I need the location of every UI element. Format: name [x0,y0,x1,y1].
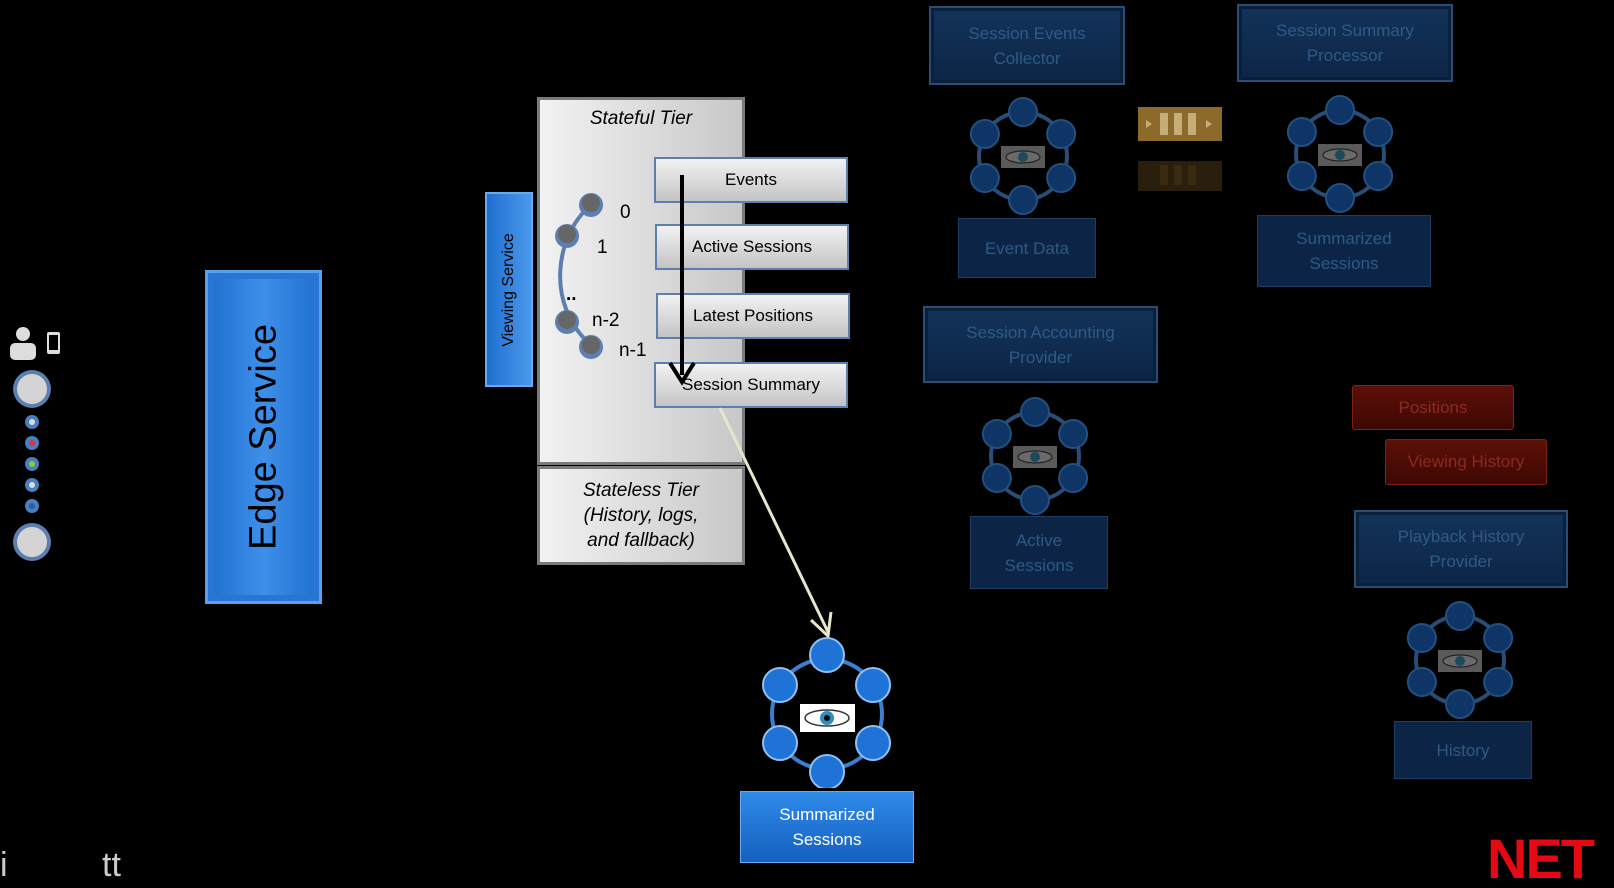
session-events-collector-box: Session Events Collector [929,6,1125,85]
summarized-line-2: Sessions [792,830,862,849]
viewing-history-box: Viewing History [1385,439,1547,485]
summarized-dark-line-2: Sessions [1309,254,1379,273]
cassandra-eye-icon [1286,95,1394,213]
active-sessions-store: Active Sessions [970,516,1108,589]
stateless-line-3: and fallback) [587,530,695,551]
table-events: Events [654,157,848,203]
history-store: History [1394,721,1532,779]
node-label-ellipsis: .. [566,284,577,305]
netflix-logo: NET [1487,827,1595,888]
ring-event-data [965,95,1081,222]
queue-icon [1138,107,1222,191]
cassandra-eye-icon [969,97,1077,215]
summarized-sessions-store: Summarized Sessions [740,791,914,863]
summarized-dark-line-1: Summarized [1296,229,1392,248]
stateful-tier-title: Stateful Tier [589,108,693,129]
ring-summarized [1282,93,1398,220]
node-label-1: 1 [597,237,608,258]
processor-line-2: Processor [1306,46,1384,65]
ring-history [1402,599,1518,726]
playback-line-2: Provider [1429,552,1493,571]
stateless-line-2: (History, logs, [583,505,699,526]
playback-line-1: Playback History [1397,527,1525,546]
accounting-line-1: Session Accounting [966,322,1115,342]
table-session-summary: Session Summary [654,362,848,408]
table-active-sessions: Active Sessions [655,224,849,270]
collector-line-2: Collector [993,48,1061,68]
user-icon [10,327,60,561]
accounting-line-2: Provider [1008,347,1073,367]
node-label-0: 0 [620,202,631,223]
stateless-tier-box: Stateless Tier (History, logs, and fallb… [537,466,745,565]
ring-active [977,395,1093,522]
stateless-line-1: Stateless Tier [583,480,699,501]
collector-line-1: Session Events [968,23,1086,43]
node-label-n1: n-1 [619,340,647,361]
session-summary-processor-box: Session Summary Processor [1237,4,1453,82]
processor-line-1: Session Summary [1276,21,1414,40]
edge-service-box: Edge Service [205,270,322,604]
node-label-n2: n-2 [592,310,620,331]
table-latest-positions: Latest Positions [656,293,850,339]
positions-box: Positions [1352,385,1514,430]
viewing-service-box: Viewing Service [485,192,533,387]
session-accounting-provider-box: Session Accounting Provider [923,306,1158,383]
footer-left-text: i tt [0,846,121,884]
cassandra-eye-icon [762,637,891,788]
edge-service-label: Edge Service [242,323,284,551]
active-line-1: Active [1015,530,1063,550]
client-devices [8,325,78,565]
cassandra-eye-icon [1406,601,1514,719]
event-data-store: Event Data [958,218,1096,278]
viewing-service-label: Viewing Service [500,232,517,347]
playback-history-provider-box: Playback History Provider [1354,510,1568,588]
summarized-sessions-dark-store: Summarized Sessions [1257,215,1431,287]
node-ring [555,193,603,359]
summarized-line-1: Summarized [779,805,875,824]
active-line-2: Sessions [1004,555,1074,575]
cassandra-eye-icon [981,397,1089,515]
